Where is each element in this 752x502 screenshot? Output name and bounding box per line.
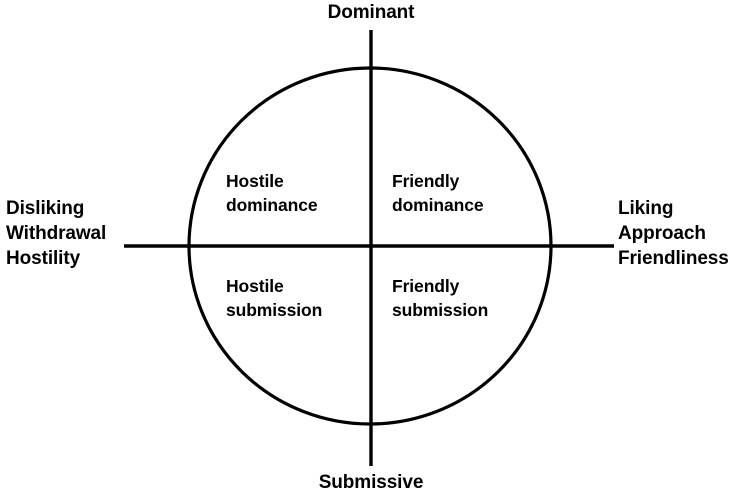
axis-left-line-3: Hostility — [6, 248, 81, 269]
axis-left-line-1: Disliking — [6, 198, 85, 219]
quadrant-label-line-1: Friendly — [392, 276, 460, 296]
axis-label-submissive: Submissive — [318, 472, 424, 493]
quadrant-label-line-1: Hostile — [226, 171, 284, 191]
quadrant-label-line-1: Friendly — [392, 171, 460, 191]
axis-left-line-2: Withdrawal — [6, 223, 107, 244]
axis-label-friendliness-pole: Liking Approach Friendliness — [618, 196, 729, 271]
quadrant-label-friendly-submission: Friendly submission — [392, 274, 488, 322]
quadrant-label-line-2: submission — [392, 300, 489, 320]
axis-label-dominant: Dominant — [327, 2, 415, 23]
quadrant-label-line-2: submission — [226, 300, 323, 320]
axis-right-line-2: Approach — [618, 223, 706, 244]
quadrant-label-line-2: dominance — [226, 195, 318, 215]
axis-right-line-3: Friendliness — [618, 248, 729, 269]
quadrant-label-line-1: Hostile — [226, 276, 284, 296]
axis-label-hostility-pole: Disliking Withdrawal Hostility — [6, 196, 106, 271]
quadrant-label-hostile-dominance: Hostile dominance — [226, 169, 318, 217]
quadrant-label-hostile-submission: Hostile submission — [226, 274, 322, 322]
quadrant-label-line-2: dominance — [392, 195, 484, 215]
axis-right-line-1: Liking — [618, 198, 674, 219]
circumplex-circle — [187, 66, 553, 426]
quadrant-label-friendly-dominance: Friendly dominance — [392, 169, 484, 217]
